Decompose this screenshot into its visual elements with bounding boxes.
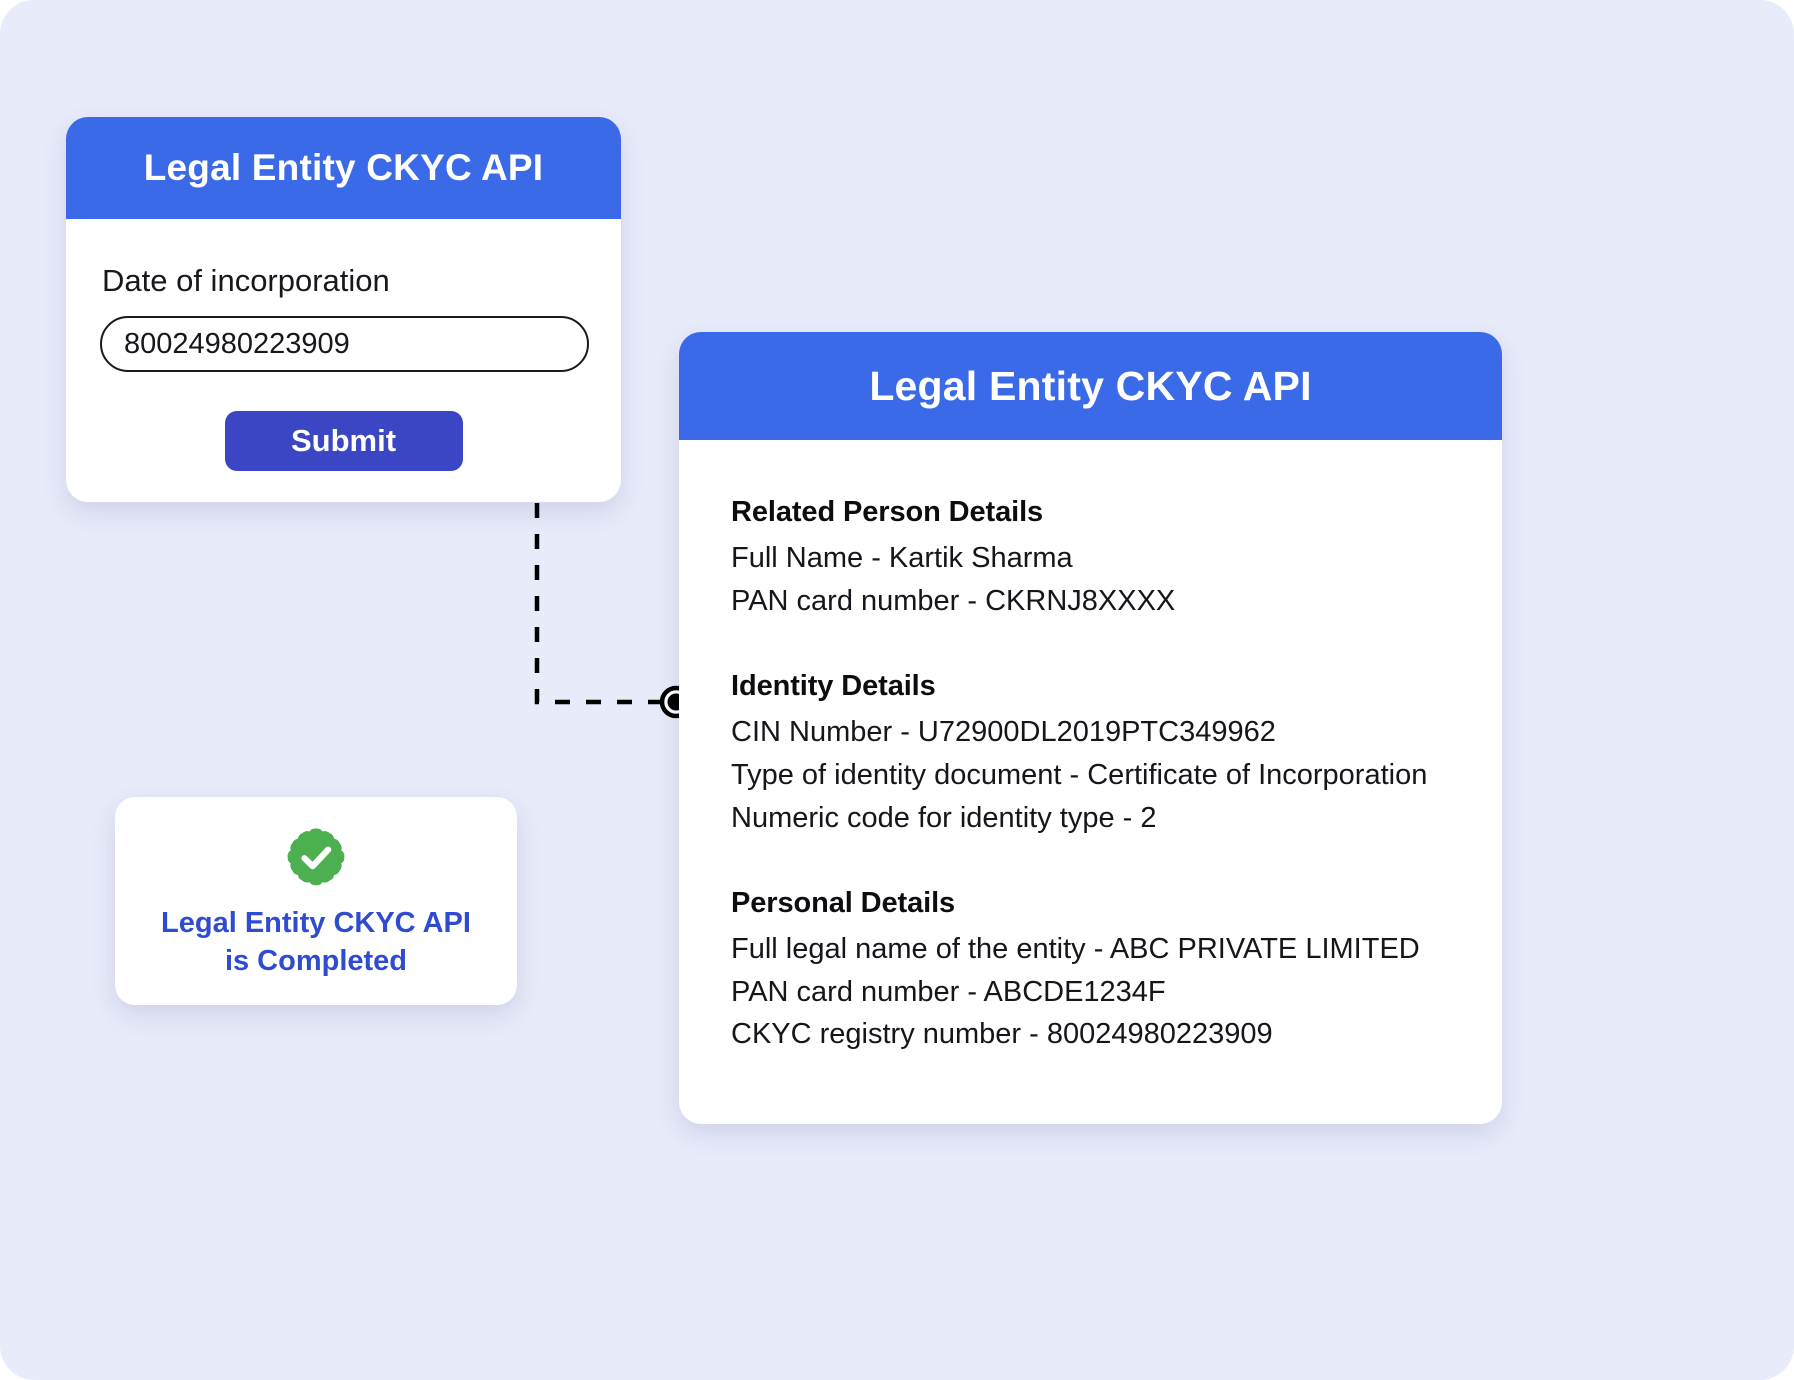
section-heading: Personal Details bbox=[731, 887, 956, 920]
green-check-badge-icon bbox=[287, 828, 345, 886]
detail-line: Numeric code for identity type - 2 bbox=[731, 801, 1157, 834]
detail-line: CIN Number - U72900DL2019PTC349962 bbox=[731, 716, 1276, 749]
detail-line: PAN card number - ABCDE1234F bbox=[731, 975, 1166, 1008]
completion-message: Legal Entity CKYC API is Completed bbox=[161, 905, 471, 980]
result-card-body: Related Person Details Full Name - Karti… bbox=[679, 440, 1502, 1056]
completion-status-card: Legal Entity CKYC API is Completed bbox=[115, 797, 517, 1005]
section-identity-details: Identity Details CIN Number - U72900DL20… bbox=[731, 670, 1502, 839]
section-heading: Related Person Details bbox=[731, 496, 1044, 528]
detail-line: PAN card number - CKRNJ8XXXX bbox=[731, 584, 1176, 617]
submit-button[interactable]: Submit bbox=[224, 411, 463, 471]
section-personal-details: Personal Details Full legal name of the … bbox=[731, 887, 1502, 1056]
section-heading: Identity Details bbox=[731, 670, 936, 703]
form-card-title: Legal Entity CKYC API bbox=[66, 117, 621, 219]
legal-entity-form-card: Legal Entity CKYC API Date of incorporat… bbox=[66, 117, 621, 502]
connector-path bbox=[534, 503, 660, 705]
completion-message-line1: Legal Entity CKYC API bbox=[161, 907, 471, 940]
detail-line: Full Name - Kartik Sharma bbox=[731, 542, 1073, 574]
result-card-title: Legal Entity CKYC API bbox=[679, 332, 1502, 440]
detail-line: Type of identity document - Certificate … bbox=[731, 758, 1428, 791]
legal-entity-result-card: Legal Entity CKYC API Related Person Det… bbox=[679, 332, 1502, 1124]
date-of-incorporation-input[interactable] bbox=[100, 316, 589, 372]
detail-line: Full legal name of the entity - ABC PRIV… bbox=[731, 933, 1420, 966]
detail-line: CKYC registry number - 80024980223909 bbox=[731, 1018, 1273, 1051]
completion-message-line2: is Completed bbox=[224, 945, 408, 977]
section-related-person-details: Related Person Details Full Name - Karti… bbox=[731, 496, 1502, 622]
date-of-incorporation-label: Date of incorporation bbox=[102, 263, 390, 298]
form-card-body: Date of incorporation Submit bbox=[66, 219, 621, 471]
